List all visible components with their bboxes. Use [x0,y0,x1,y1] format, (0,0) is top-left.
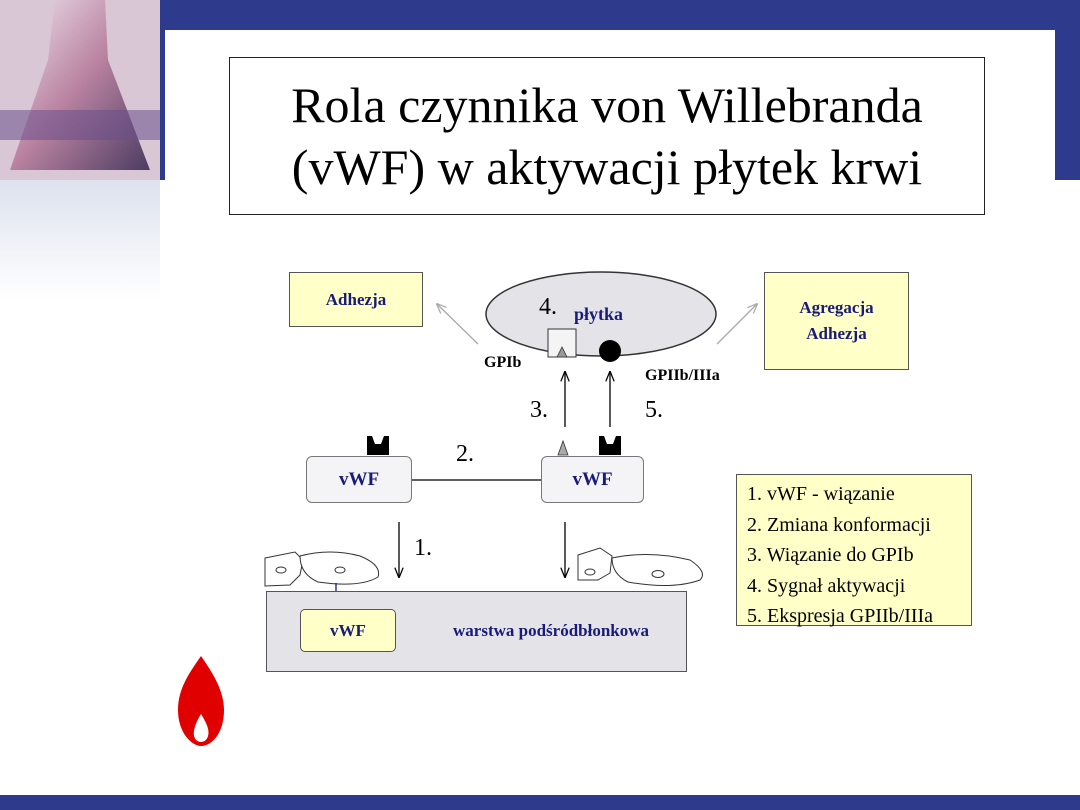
subendothelium-label: warstwa podśródbłonkowa [453,621,650,640]
adhesion-box: Adhezja [289,272,423,327]
aggregation-label-2: Adhezja [806,324,867,343]
title-box: Rola czynnika von Willebranda (vWF) w ak… [229,57,985,215]
gpiib-iiia-label: GPIIb/IIIa [645,367,720,384]
gpib-binding-site [557,439,569,456]
flame-icon [178,656,224,746]
legend-box: 1. vWF - wiązanie 2. Zmiana konformacji … [736,474,972,627]
binding-site-right [599,436,621,455]
step-1-label: 1. [414,535,432,561]
footer-band [0,795,1080,810]
adhesion-label: Adhezja [325,289,387,309]
slide-title-line-1: Rola czynnika von Willebranda [291,77,923,133]
vwf-left-box: vWF [306,456,412,503]
legend-item-4: 4. Sygnał aktywacji [747,574,906,597]
step-3-label: 3. [530,397,548,423]
aggregation-box: Agregacja Adhezja [764,272,909,370]
slide-title-line-2: (vWF) w aktywacji płytek krwi [291,139,923,195]
step-5-label: 5. [645,397,663,423]
arrow-to-adhesion [437,304,479,345]
gpib-label: GPIb [484,354,522,371]
endothelial-cells-left [264,551,380,587]
vwf-right-box: vWF [541,456,644,503]
vwf-left-label: vWF [338,468,380,490]
aggregation-label-1: Agregacja [799,298,874,317]
sub-vwf-label: vWF [330,620,366,640]
sub-vwf-box: vWF [300,609,396,652]
flask-icon [0,0,160,300]
binding-site-left [367,436,389,455]
legend-item-3: 3. Wiązanie do GPIb [747,544,914,566]
platelet-label: płytka [574,304,624,324]
vwf-right-label: vWF [572,468,613,490]
platelet-step-number: 4. [539,294,557,320]
legend-item-1: 1. vWF - wiązanie [747,483,895,505]
endothelial-cells-right [577,547,703,587]
step-2-label: 2. [456,441,474,467]
arrow-to-aggregation [716,304,757,345]
legend-item-2: 2. Zmiana konformacji [747,513,931,536]
gpiib-iiia-receptor [599,340,621,362]
legend-item-5: 5. Ekspresja GPIIb/IIIa [747,605,934,627]
